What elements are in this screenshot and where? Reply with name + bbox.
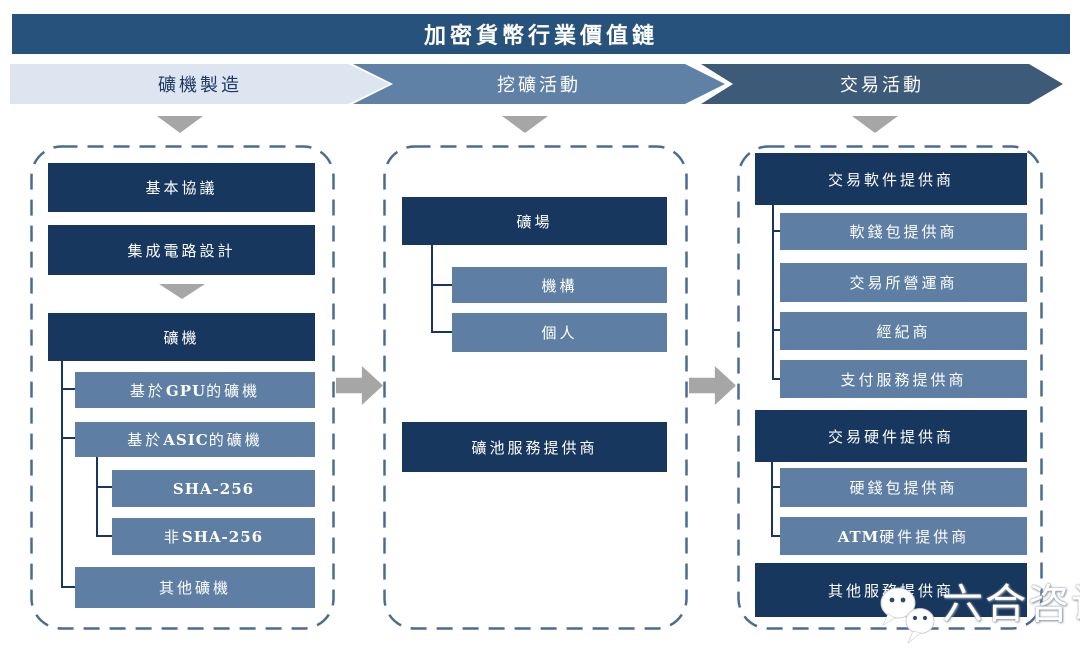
- node-atm-hardware-provider: ATM硬件提供商: [780, 517, 1027, 555]
- node-mining-farm: 礦場: [402, 197, 667, 245]
- diagram-title-bar: 加密貨幣行業價值鏈: [12, 14, 1070, 54]
- node-sha256: SHA-256: [112, 470, 315, 507]
- flow-right-arrow-icon: [689, 366, 736, 405]
- watermark: 六合咨询: [872, 578, 1080, 650]
- connector-line: [61, 586, 75, 588]
- flow-right-arrow-icon: [336, 366, 383, 405]
- stage-label: 挖礦活動: [497, 75, 581, 96]
- stage-chevron-mining-activity: 挖礦活動: [353, 64, 725, 104]
- node-exchange-operator: 交易所營運商: [780, 263, 1027, 302]
- node-asic-miner: 基於ASIC的礦機: [75, 422, 315, 457]
- connector-line: [61, 361, 63, 588]
- node-gpu-miner: 基於GPU的礦機: [75, 372, 315, 408]
- connector-line: [772, 378, 780, 380]
- stage-chevron-trading-activity: 交易活動: [701, 64, 1063, 104]
- connector-line: [771, 535, 780, 537]
- connector-line: [771, 486, 780, 488]
- connector-line: [96, 535, 112, 537]
- stage-label: 交易活動: [840, 75, 924, 96]
- watermark-text: 六合咨询: [942, 580, 1080, 628]
- node-mining-machine: 礦機: [48, 313, 315, 361]
- node-payment-service-provider: 支付服務提供商: [780, 360, 1027, 398]
- node-institution: 機構: [452, 267, 667, 303]
- connector-line: [772, 205, 774, 380]
- panel-mining-machine-manufacturing: [30, 145, 335, 630]
- node-individual: 個人: [452, 313, 667, 352]
- connector-line: [771, 462, 773, 537]
- node-basic-protocol: 基本協議: [48, 163, 315, 212]
- node-hard-wallet-provider: 硬錢包提供商: [780, 468, 1027, 507]
- connector-line: [431, 331, 452, 333]
- wechat-icon: [880, 587, 935, 644]
- connector-line: [61, 437, 75, 439]
- connector-line: [61, 388, 75, 390]
- stage-label: 礦機製造: [158, 75, 242, 96]
- flow-down-arrow-icon: [502, 116, 548, 133]
- node-other-miners: 其他礦機: [75, 567, 315, 608]
- stage-chevron-mining-machine-manufacturing: 礦機製造: [10, 64, 390, 104]
- connector-line: [431, 245, 433, 333]
- connector-line: [431, 284, 452, 286]
- node-mining-pool-service-provider: 礦池服務提供商: [402, 422, 667, 472]
- node-ic-design: 集成電路設計: [48, 225, 315, 275]
- flow-down-arrow-icon: [852, 116, 898, 133]
- connector-line: [96, 486, 112, 488]
- node-trading-hardware-provider: 交易硬件提供商: [755, 410, 1027, 462]
- panel-trading-activity: [737, 145, 1043, 630]
- connector-line: [96, 457, 98, 537]
- panel-mining-activity: [383, 145, 688, 630]
- connector-line: [772, 329, 780, 331]
- connector-line: [772, 230, 780, 232]
- node-soft-wallet-provider: 軟錢包提供商: [780, 213, 1027, 250]
- page-title: 加密貨幣行業價值鏈: [423, 23, 658, 49]
- node-broker: 經紀商: [780, 312, 1027, 350]
- node-trading-software-provider: 交易軟件提供商: [755, 153, 1027, 205]
- node-non-sha256: 非SHA-256: [112, 518, 315, 555]
- flow-down-arrow-icon: [157, 116, 203, 133]
